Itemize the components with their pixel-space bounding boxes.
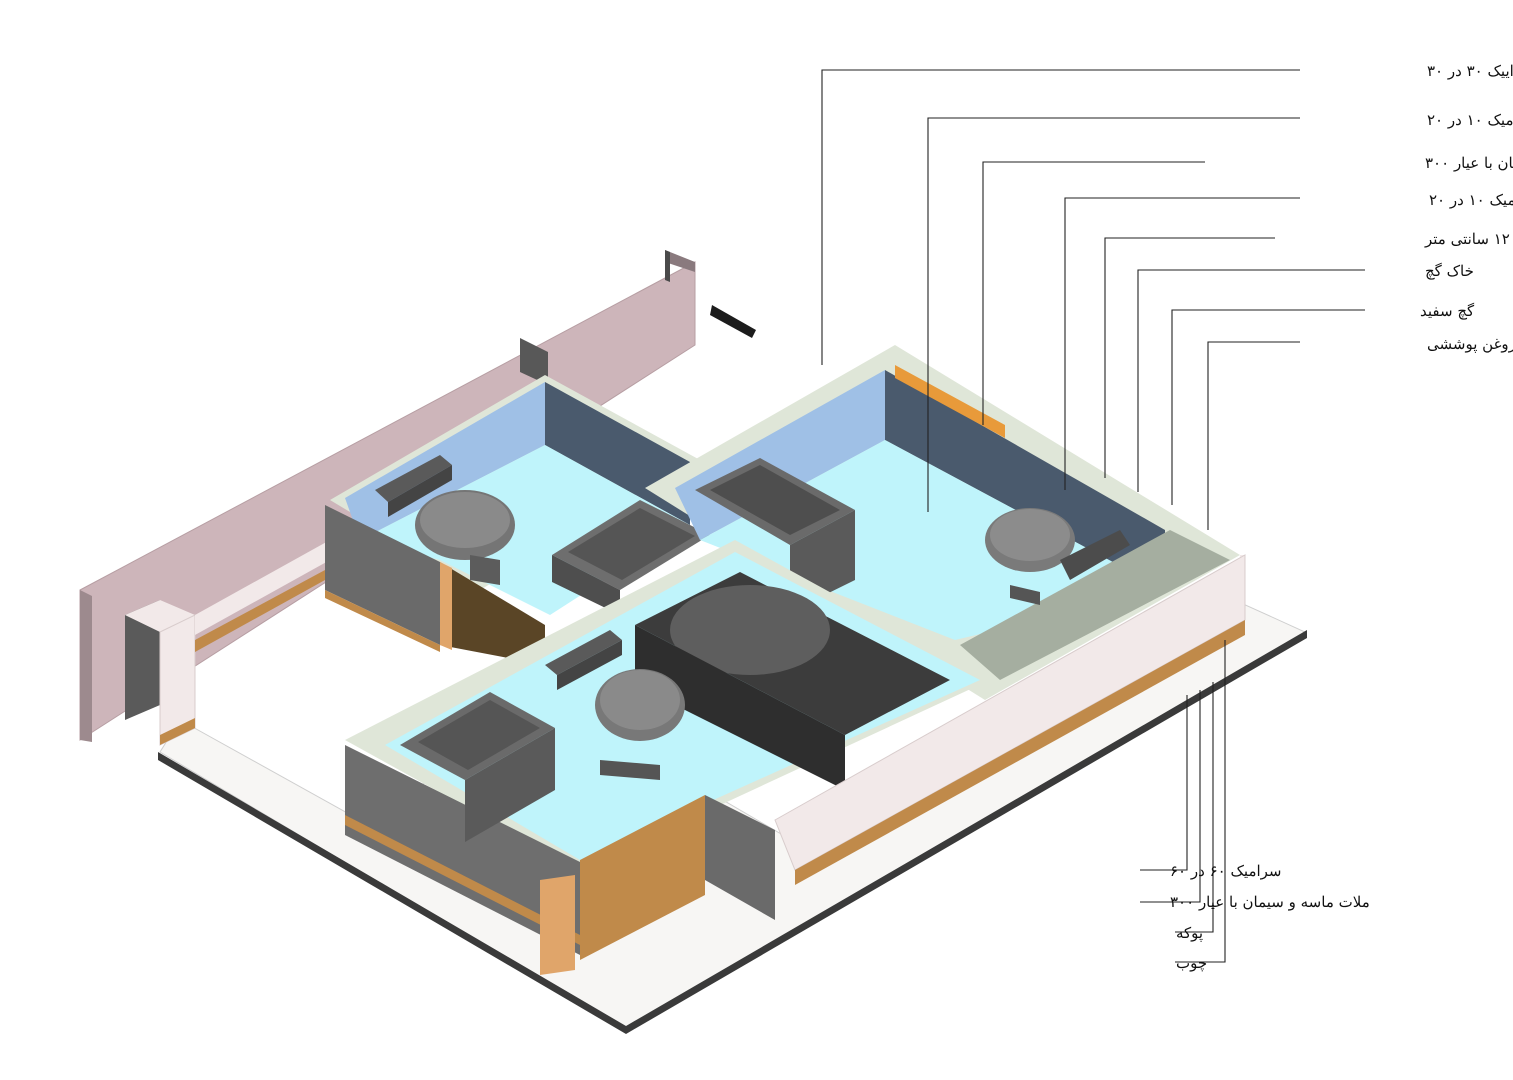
bathtub-large <box>635 572 950 790</box>
leader-ceramic-a <box>927 117 1300 512</box>
label-hebelex-12cm: هبلکس ۱۲ سانتی متر <box>1424 230 1513 248</box>
label-white-gypsum: گچ سفید <box>1420 302 1475 320</box>
toilet-3 <box>545 630 685 780</box>
label-oil-paint-coating: رنگ روغن پوششی <box>1427 335 1513 353</box>
leader-pumice <box>1175 682 1214 933</box>
leader-mosaic <box>821 69 1300 365</box>
label-ceramic-10x20-b: سرامیک ۱۰ در ۲۰ <box>1429 191 1513 209</box>
label-mortar-300-b: ملات ماسه و سیمان با عیار ۳۰۰ <box>1170 893 1370 911</box>
toilet-2 <box>985 508 1130 605</box>
leader-lines-bottom <box>1140 640 1226 963</box>
corridor-walls <box>125 540 330 746</box>
labels-bottom: سرامیک ۶۰ در ۶۰ ملات ماسه و سیمان با عیا… <box>1170 862 1370 972</box>
sink-cabinet-3 <box>400 692 555 842</box>
leader-ceramic-60 <box>1140 695 1188 871</box>
leader-white-gypsum <box>1171 309 1365 505</box>
label-ceramic-10x20-a: سرامیک ۱۰ در ۲۰ <box>1427 111 1513 129</box>
leader-gypsum-soil <box>1137 269 1365 492</box>
label-wood: چوب <box>1176 954 1207 972</box>
sink-cabinet-1 <box>552 500 710 615</box>
toilet-1 <box>375 455 515 585</box>
label-ceramic-60x60: سرامیک ۶۰ در ۶۰ <box>1170 862 1282 880</box>
leader-mortar-b <box>1140 690 1201 903</box>
label-pumice: پوکه <box>1176 924 1203 942</box>
label-mortar-300-a: ملات ماسه و سیمان با عیار ۳۰۰ <box>1425 154 1513 172</box>
bathtub-small <box>695 458 855 612</box>
leader-oil-paint <box>1207 341 1300 530</box>
leader-mortar-a <box>982 161 1205 425</box>
label-gypsum-soil: خاک گچ <box>1425 262 1474 280</box>
labels-top: موزاییک ۳۰ در ۳۰ سرامیک ۱۰ در ۲۰ ملات ما… <box>1420 62 1513 353</box>
label-mosaic-30x30: موزاییک ۳۰ در ۳۰ <box>1427 62 1513 80</box>
leader-lines-top <box>821 69 1365 530</box>
leader-ceramic-b <box>1064 197 1300 490</box>
right-exterior-wall <box>774 554 1246 885</box>
leader-wood <box>1175 640 1226 963</box>
leader-hebelex <box>1104 237 1275 478</box>
